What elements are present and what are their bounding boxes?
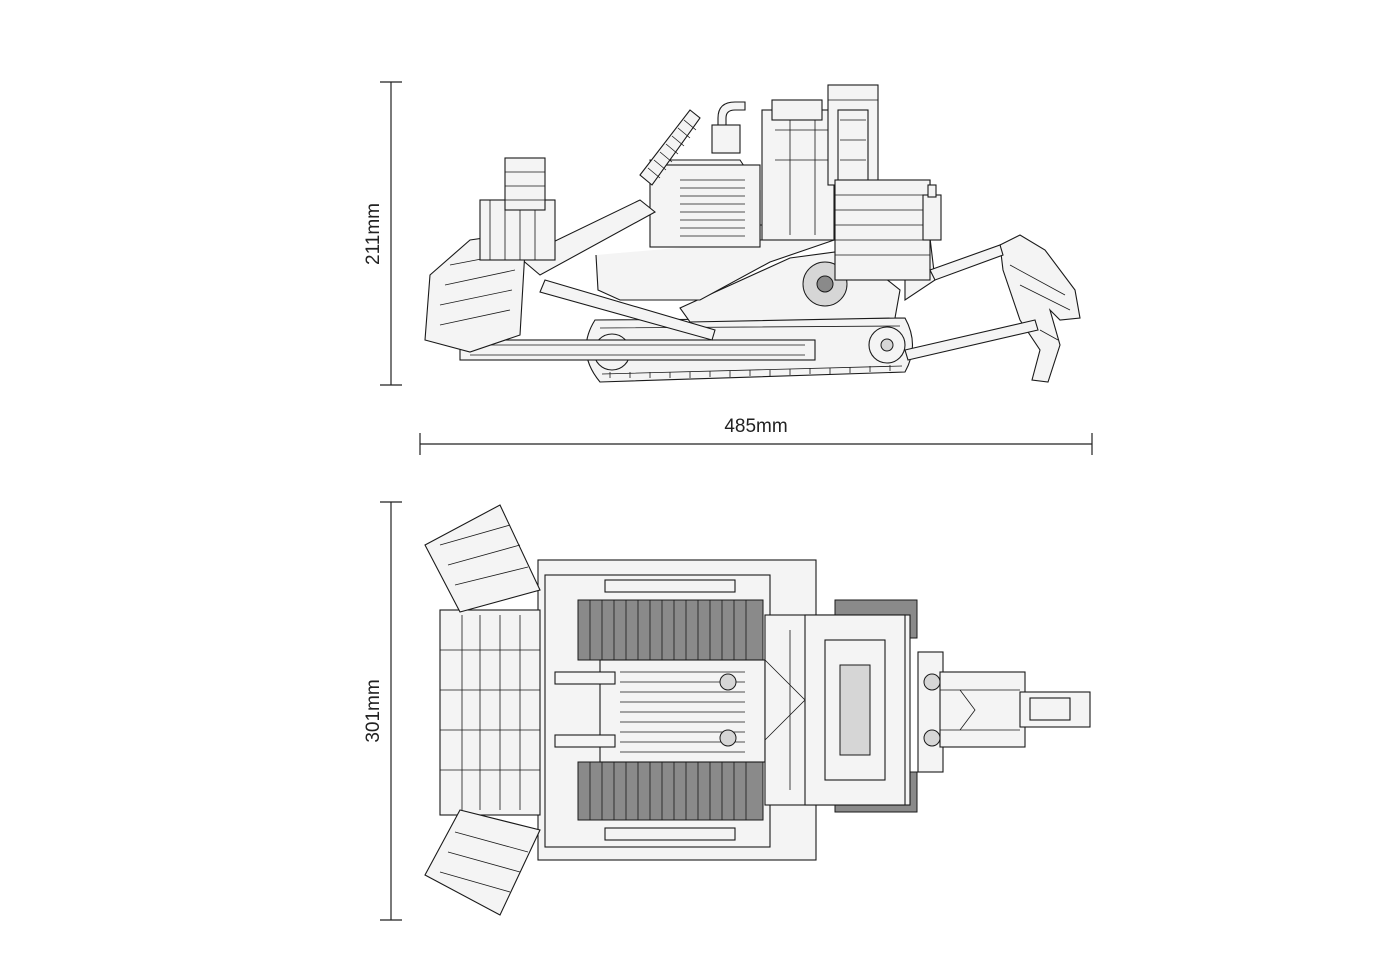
right-track bbox=[577, 761, 764, 821]
left-track bbox=[577, 599, 764, 661]
lift-spring bbox=[639, 109, 701, 186]
right-blade-wing bbox=[424, 809, 541, 916]
engine-top-lines bbox=[620, 671, 745, 753]
track-links bbox=[609, 365, 891, 378]
length-dimension: 485mm bbox=[419, 416, 1093, 455]
width-label: 301mm bbox=[363, 679, 384, 742]
side-view-drawing bbox=[424, 84, 1081, 383]
height-label: 211mm bbox=[363, 203, 384, 265]
length-label: 485mm bbox=[724, 416, 787, 437]
top-view-drawing bbox=[424, 504, 1091, 916]
left-blade-wing bbox=[424, 504, 541, 613]
engine-grille bbox=[680, 179, 745, 237]
height-dimension: 211mm bbox=[363, 81, 402, 386]
width-dimension: 301mm bbox=[363, 501, 402, 921]
